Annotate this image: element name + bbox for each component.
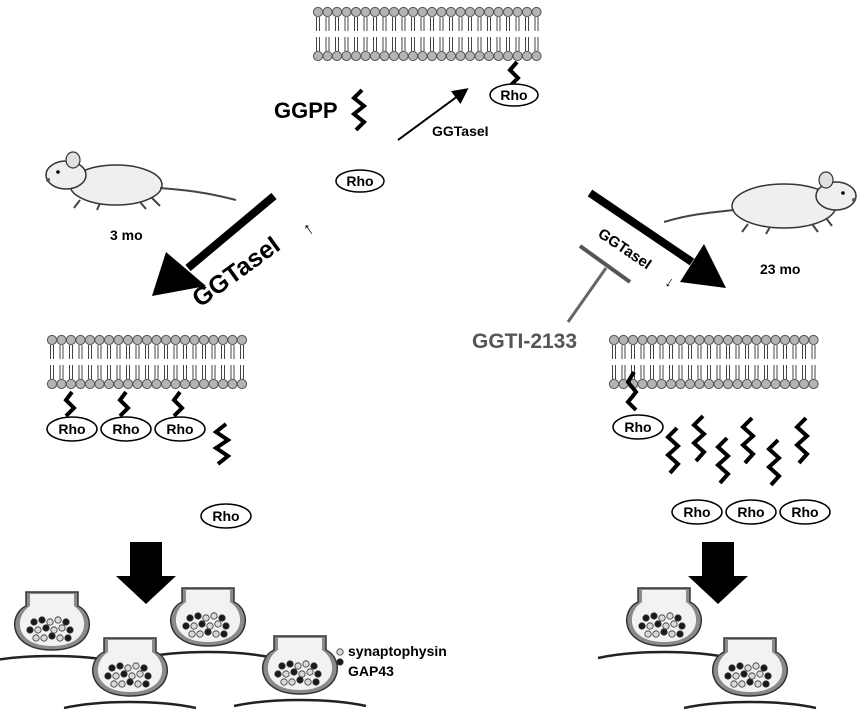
vesicle-legend <box>336 648 344 666</box>
synapse-bouton-icon <box>0 591 119 664</box>
membrane-left <box>46 334 248 390</box>
ggtase-up-arrow <box>152 192 277 296</box>
rho-label-right-anchored: Rho <box>624 419 651 435</box>
down-arrow-left <box>116 542 176 604</box>
rho-label-left-3: Rho <box>166 421 193 437</box>
rho-label-right-2: Rho <box>737 504 764 520</box>
rho-free-right <box>671 499 831 525</box>
rho-protein-right-anchored <box>612 414 664 440</box>
ggtase-increase-arrow: ↑ <box>299 218 318 239</box>
ggtase-left-label: GGTaseI <box>187 231 285 313</box>
synapse-bouton-icon <box>233 635 367 708</box>
legend-gap43: GAP43 <box>348 663 394 679</box>
synaptophysin-vesicle-icon <box>336 648 344 656</box>
legend-synaptophysin: synaptophysin <box>348 643 447 659</box>
ggtase-down-arrow <box>587 189 726 288</box>
synapse-bouton-icon <box>683 637 817 710</box>
inhibitor-label: GGTI-2133 <box>472 330 577 353</box>
ggtase-top-label: GGTaseI <box>432 123 489 139</box>
inhibitor-bar <box>578 244 632 284</box>
synapse-bouton-icon <box>597 587 731 660</box>
mouse-icon <box>663 171 857 235</box>
rho-label-right-1: Rho <box>683 504 710 520</box>
rho-label-free: Rho <box>346 173 373 189</box>
rho-label-right-3: Rho <box>791 504 818 520</box>
rho-label-left-free: Rho <box>212 508 239 524</box>
ggpp-label: GGPP <box>274 98 338 123</box>
prenylation-arrow <box>397 88 469 141</box>
rho-label-left-1: Rho <box>58 421 85 437</box>
rho-protein-free <box>335 169 385 193</box>
age-old-label: 23 mo <box>760 261 800 277</box>
gap43-vesicle-icon <box>336 658 344 666</box>
ggtase-decrease-arrow: ↓ <box>662 273 678 291</box>
geranylgeranyl-anchor-top <box>507 60 521 88</box>
ggpp-chain-left <box>212 422 232 466</box>
rho-protein-top <box>489 83 539 107</box>
down-arrow-right <box>688 542 748 604</box>
membrane-right <box>608 334 819 390</box>
ggpp-chain <box>350 88 368 132</box>
rho-label-left-2: Rho <box>112 421 139 437</box>
mouse-icon <box>45 151 237 211</box>
ggpp-chains-right <box>665 414 810 487</box>
rho-anchored-left <box>46 390 206 442</box>
membrane-top <box>312 6 542 62</box>
geranylgeranyl-anchor-right <box>625 370 639 412</box>
rho-protein-left-free <box>200 503 252 529</box>
age-young-label: 3 mo <box>110 227 143 243</box>
synapse-bouton-icon <box>63 637 197 710</box>
synapse-group <box>0 587 817 710</box>
rho-label-top: Rho <box>500 87 527 103</box>
inhibitor-line <box>566 267 608 323</box>
synapse-bouton-icon <box>141 587 275 660</box>
